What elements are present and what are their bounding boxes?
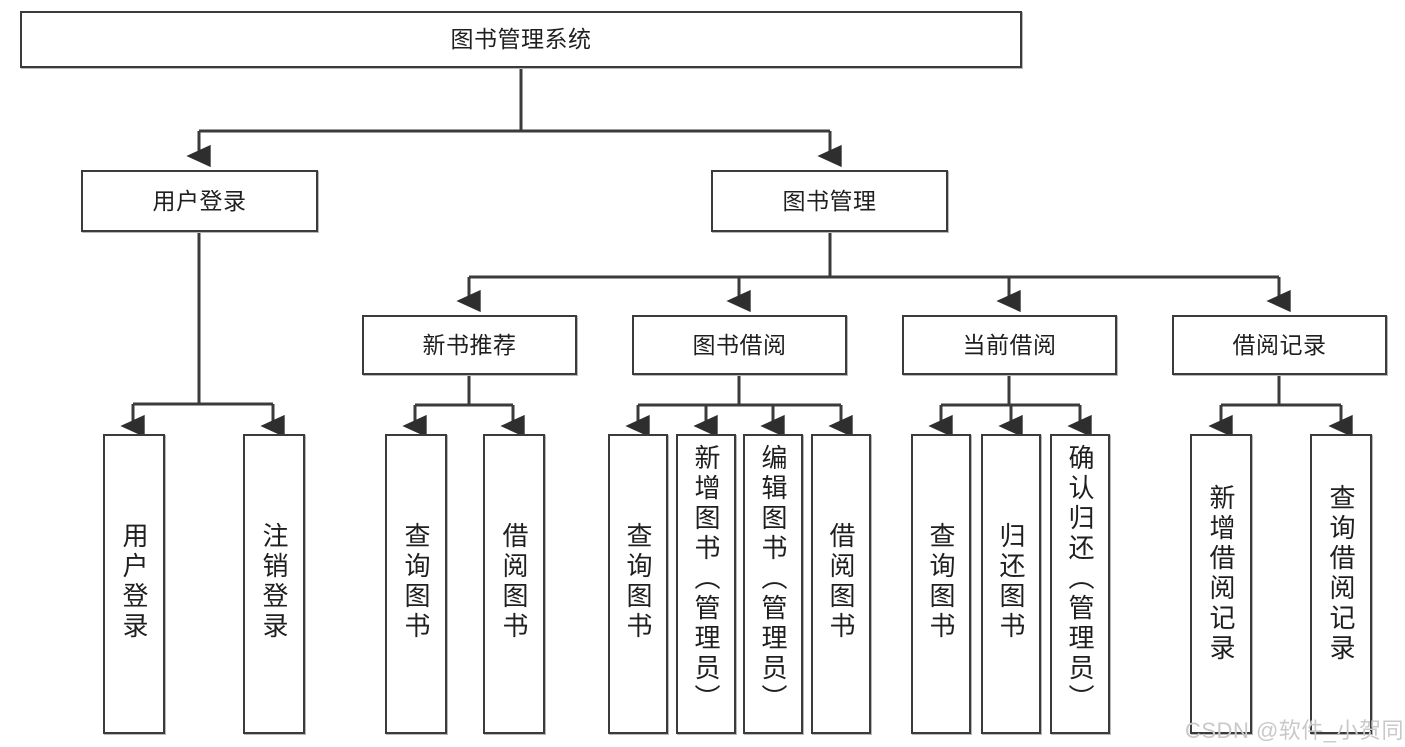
node-level2-0-label: 用户登录: [152, 187, 247, 214]
node-leaf-9[interactable]: 归还图书: [981, 434, 1041, 734]
node-leaf-1-label: 注销登录: [259, 522, 290, 642]
node-leaf-6[interactable]: 编辑图书（管理员）: [743, 434, 803, 734]
node-level3-2[interactable]: 当前借阅: [902, 315, 1117, 375]
node-leaf-8[interactable]: 查询图书: [911, 434, 971, 734]
node-leaf-4-label: 查询图书: [623, 522, 654, 642]
node-leaf-4[interactable]: 查询图书: [608, 434, 668, 734]
node-leaf-5[interactable]: 新增图书（管理员）: [676, 434, 736, 734]
node-level2-1[interactable]: 图书管理: [711, 170, 948, 232]
node-leaf-7[interactable]: 借阅图书: [811, 434, 871, 734]
node-level3-0-label: 新书推荐: [422, 331, 517, 358]
node-leaf-3[interactable]: 借阅图书: [483, 434, 545, 734]
node-level3-3-label: 借阅记录: [1232, 331, 1327, 358]
node-leaf-10[interactable]: 确认归还（管理员）: [1050, 434, 1110, 734]
node-level3-0[interactable]: 新书推荐: [362, 315, 577, 375]
node-leaf-12[interactable]: 查询借阅记录: [1310, 434, 1372, 734]
node-leaf-2-label: 查询图书: [401, 522, 432, 642]
node-level3-1-label: 图书借阅: [692, 331, 787, 358]
node-level2-1-label: 图书管理: [782, 187, 877, 214]
node-leaf-3-label: 借阅图书: [499, 522, 530, 642]
node-leaf-0[interactable]: 用户登录: [103, 434, 165, 734]
node-leaf-0-label: 用户登录: [119, 522, 150, 642]
node-leaf-11-label: 新增借阅记录: [1206, 484, 1237, 664]
node-level2-0[interactable]: 用户登录: [81, 170, 318, 232]
node-leaf-6-label: 编辑图书（管理员）: [758, 444, 789, 714]
node-root[interactable]: 图书管理系统: [20, 11, 1022, 68]
csdn-watermark: CSDN @软件_小贺同学: [1185, 718, 1405, 743]
node-leaf-1[interactable]: 注销登录: [243, 434, 305, 734]
node-root-label: 图书管理系统: [450, 26, 592, 52]
node-leaf-7-label: 借阅图书: [826, 522, 857, 642]
node-leaf-11[interactable]: 新增借阅记录: [1190, 434, 1252, 734]
node-leaf-8-label: 查询图书: [926, 522, 957, 642]
node-level3-1[interactable]: 图书借阅: [632, 315, 847, 375]
node-level3-3[interactable]: 借阅记录: [1172, 315, 1387, 375]
node-leaf-12-label: 查询借阅记录: [1326, 484, 1357, 664]
node-leaf-10-label: 确认归还（管理员）: [1065, 444, 1096, 714]
node-leaf-2[interactable]: 查询图书: [385, 434, 447, 734]
node-leaf-9-label: 归还图书: [996, 522, 1027, 642]
node-level3-2-label: 当前借阅: [962, 331, 1057, 358]
node-leaf-5-label: 新增图书（管理员）: [691, 444, 722, 714]
